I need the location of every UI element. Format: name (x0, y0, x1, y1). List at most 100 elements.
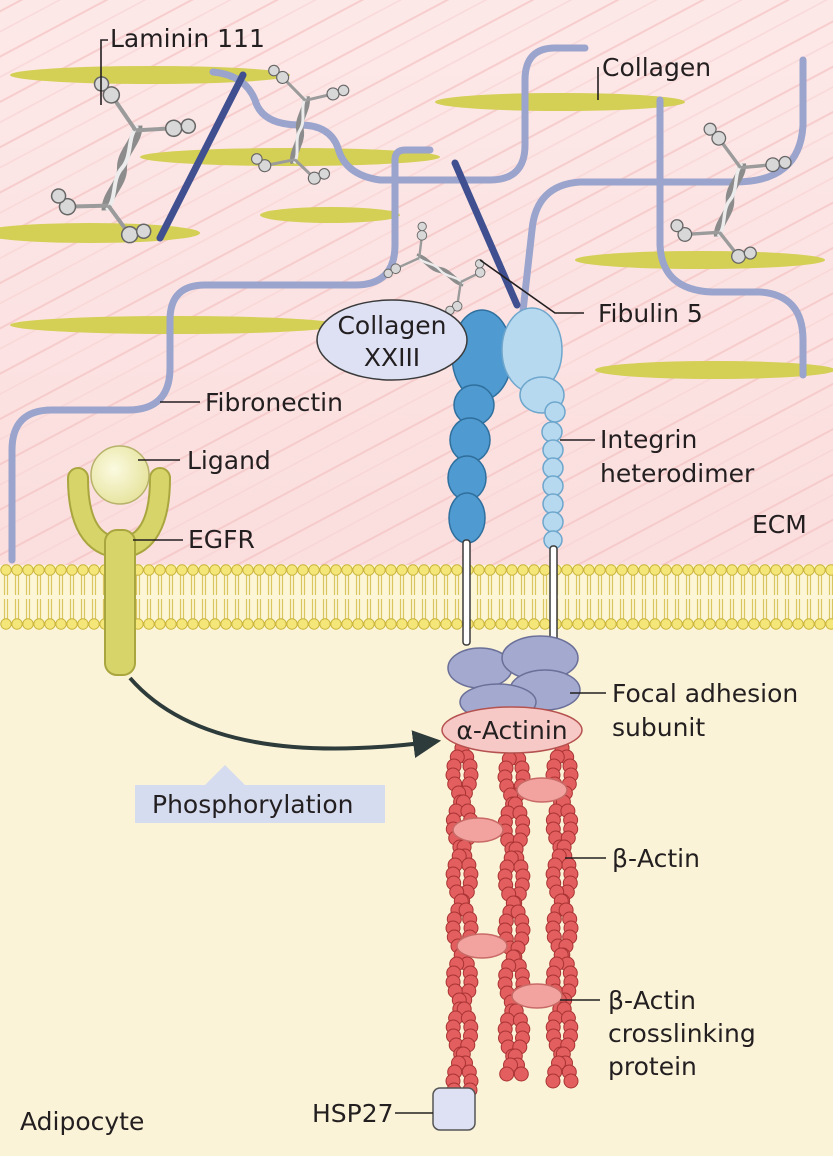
lipid-head (407, 564, 419, 576)
lipid-head (176, 564, 188, 576)
lipid-head (275, 618, 287, 630)
lipid-tail (476, 599, 482, 619)
lipid-tail (520, 575, 526, 595)
lipid-head (440, 564, 452, 576)
label-integrin-line2: heterodimer (600, 459, 755, 488)
lipid-head (308, 564, 320, 576)
lipid-tail (729, 599, 735, 619)
lipid-head (770, 618, 782, 630)
lipid-head (253, 618, 265, 630)
lipid-head (187, 618, 199, 630)
label-collagen-xxiii-line2: XXIII (364, 343, 420, 372)
lipid-head (792, 564, 804, 576)
lipid-tail (696, 575, 702, 595)
lipid-head (253, 564, 265, 576)
collagen-xxiii-blob (316, 299, 468, 381)
lipid-tail (322, 575, 328, 595)
label-egfr: EGFR (188, 525, 255, 554)
lipid-tail (630, 599, 636, 619)
lipid-tail (3, 599, 9, 619)
lipid-tail (751, 599, 757, 619)
lipid-tail (234, 575, 240, 595)
lipid-tail (586, 575, 592, 595)
lipid-tail (806, 599, 812, 619)
lipid-tail (795, 599, 801, 619)
lipid-head (396, 618, 408, 630)
lipid-tail (674, 575, 680, 595)
lipid-tail (179, 599, 185, 619)
lipid-head (473, 564, 485, 576)
lipid-head (418, 618, 430, 630)
lipid-head (803, 564, 815, 576)
lipid-tail (718, 599, 724, 619)
lipid-head (143, 618, 155, 630)
crosslinking-protein (456, 933, 508, 959)
lipid-tail (157, 599, 163, 619)
lipid-tail (223, 575, 229, 595)
lipid-head (517, 618, 529, 630)
laminin-molecule (670, 122, 792, 264)
lipid-tail (80, 575, 86, 595)
lipid-tail (212, 599, 218, 619)
lipid-tail (157, 575, 163, 595)
lipid-tail (267, 599, 273, 619)
lipid-tail (234, 599, 240, 619)
lipid-tail (47, 575, 53, 595)
lipid-tail (135, 599, 141, 619)
lipid-tail (289, 575, 295, 595)
lipid-head (297, 564, 309, 576)
hsp27-box (432, 1087, 476, 1131)
lipid-head (605, 618, 617, 630)
lipid-tail (795, 575, 801, 595)
lipid-head (506, 564, 518, 576)
lipid-tail (817, 575, 823, 595)
lipid-tail (201, 599, 207, 619)
alpha-actinin-blob (441, 706, 583, 754)
lipid-tail (498, 575, 504, 595)
lipid-head (88, 618, 100, 630)
lipid-tail (3, 575, 9, 595)
lipid-head (407, 618, 419, 630)
lipid-tail (564, 599, 570, 619)
lipid-tail (179, 575, 185, 595)
lipid-head (374, 564, 386, 576)
label-alpha-actinin: α-Actinin (456, 716, 567, 745)
integrin-beta-subunit (501, 307, 566, 647)
ligand-sphere (90, 445, 150, 505)
actin-monomer (563, 1073, 579, 1089)
lipid-tail (14, 575, 20, 595)
lipid-tail (784, 575, 790, 595)
lipid-tail (311, 575, 317, 595)
laminin-molecule (251, 64, 350, 185)
fibronectin-strand (209, 44, 589, 184)
lipid-tail (608, 575, 614, 595)
lipid-tail (421, 599, 427, 619)
lipid-head (242, 618, 254, 630)
collagen-fiber (575, 251, 825, 269)
lipid-head (0, 564, 12, 576)
crosslinking-protein (452, 817, 504, 843)
lipid-tail (586, 599, 592, 619)
lipid-tail (366, 599, 372, 619)
lipid-head (484, 564, 496, 576)
lipid-head (825, 564, 833, 576)
lipid-tail (729, 575, 735, 595)
lipid-head (176, 618, 188, 630)
lipid-tail (377, 575, 383, 595)
fibulin-rod (156, 71, 247, 242)
lipid-tail (190, 575, 196, 595)
lipid-head (649, 618, 661, 630)
lipid-tail (597, 575, 603, 595)
lipid-tail (36, 575, 42, 595)
lipid-tail (333, 599, 339, 619)
lipid-head (561, 564, 573, 576)
lipid-head (44, 564, 56, 576)
lipid-head (671, 618, 683, 630)
lipid-head (539, 618, 551, 630)
lipid-head (220, 618, 232, 630)
lipid-head (363, 618, 375, 630)
lipid-tail (454, 575, 460, 595)
lipid-head (209, 618, 221, 630)
lipid-tail (443, 599, 449, 619)
